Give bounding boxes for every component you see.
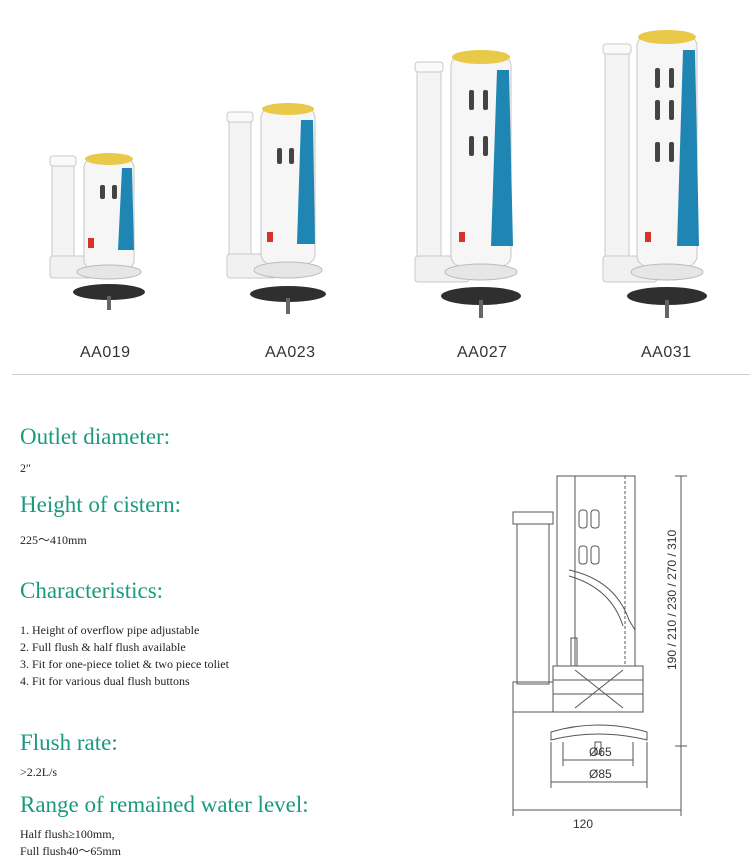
- outlet-diameter-value: 2″: [20, 461, 31, 475]
- product-model-label: AA019: [80, 344, 131, 361]
- list-item: 2. Full flush & half flush available: [20, 640, 186, 654]
- list-item: 4. Fit for various dual flush buttons: [20, 674, 190, 688]
- list-item: 1. Height of overflow pipe adjustable: [20, 623, 200, 637]
- technical-drawing: 190 / 210 / 230 / 270 / 310 Ø65 Ø85 120: [512, 475, 687, 831]
- outlet-diameter-heading: Outlet diameter:: [20, 424, 171, 449]
- characteristics-heading: Characteristics:: [20, 578, 164, 603]
- product-model-label: AA027: [457, 344, 508, 361]
- section-divider: [12, 374, 750, 375]
- flush-rate-value: >2.2L/s: [20, 765, 58, 779]
- width-dimension: 120: [573, 817, 593, 831]
- flush-valve-image: [226, 103, 326, 314]
- list-item: Half flush≥100mm,: [20, 827, 115, 841]
- diameter-65-label: Ø65: [589, 745, 612, 759]
- product-model-label: AA031: [641, 344, 692, 361]
- cistern-height-value: 225〜410mm: [20, 533, 87, 547]
- flush-rate-heading: Flush rate:: [20, 730, 118, 755]
- water-level-heading: Range of remained water level:: [20, 792, 309, 817]
- list-item: Full flush40〜65mm: [20, 844, 122, 858]
- height-dimension: 190 / 210 / 230 / 270 / 310: [665, 530, 679, 670]
- cistern-height-heading: Height of cistern:: [20, 492, 181, 517]
- water-level-values: Half flush≥100mm, Full flush40〜65mm: [20, 826, 121, 860]
- product-model-label: AA023: [265, 344, 316, 361]
- flush-valve-image: [49, 153, 145, 310]
- diameter-85-label: Ø85: [589, 767, 612, 781]
- characteristics-list: 1. Height of overflow pipe adjustable 2.…: [20, 622, 229, 690]
- flush-valve-image: [602, 30, 707, 318]
- list-item: 3. Fit for one-piece toliet & two piece …: [20, 657, 229, 671]
- flush-valve-image: [414, 50, 521, 318]
